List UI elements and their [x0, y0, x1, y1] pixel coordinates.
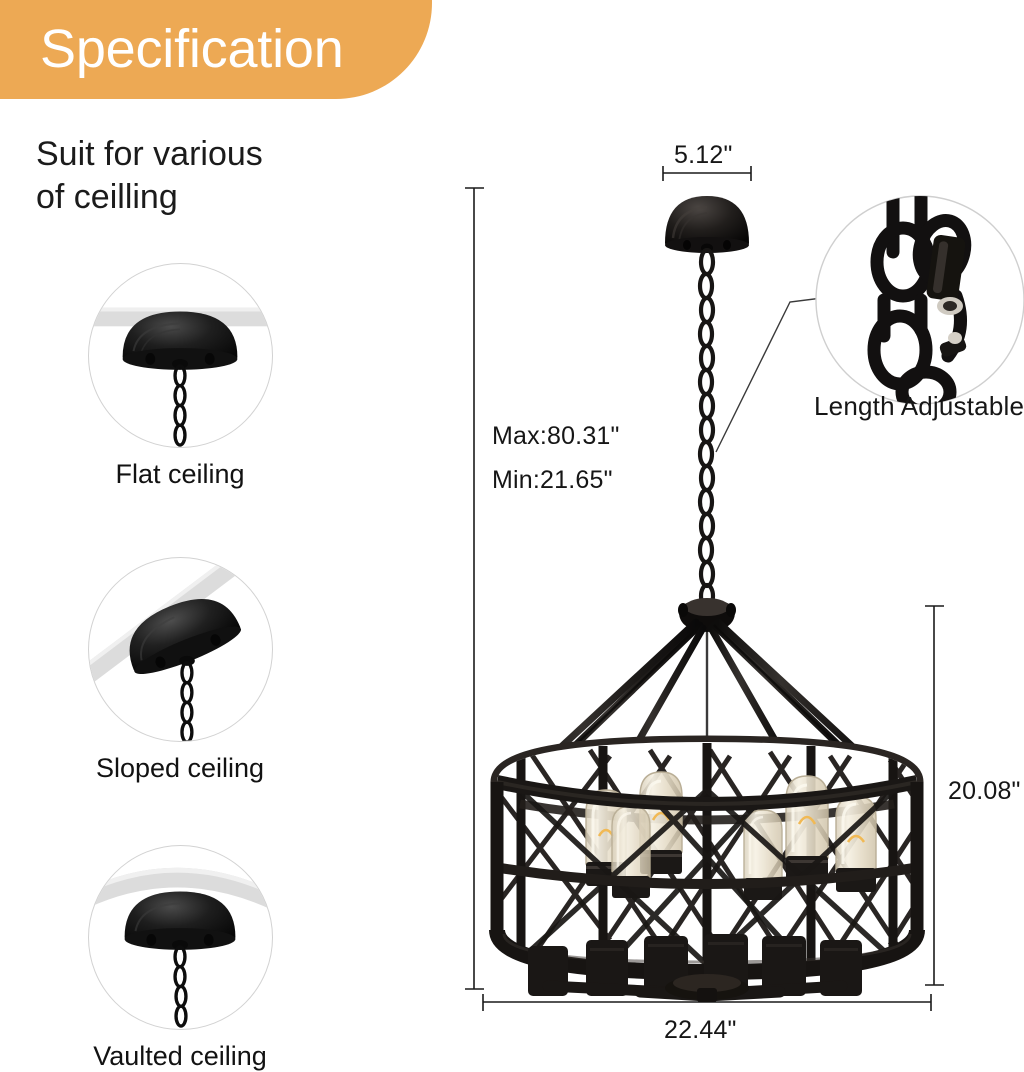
- section-heading: Suit for various of ceilling: [36, 135, 263, 216]
- chain-link-magnifier-icon: [815, 195, 1024, 405]
- page-title: Specification: [40, 19, 344, 79]
- fixture-height-label: 20.08": [948, 777, 1021, 805]
- drop-range-label: Max:80.31" Min:21.65": [492, 422, 620, 494]
- fixture-width-label: 22.44": [664, 1016, 737, 1044]
- canopy: [665, 196, 749, 253]
- lattice-pattern: [497, 742, 917, 972]
- suspension-chain: [697, 247, 716, 610]
- flat-ceiling-canopy-icon: [88, 263, 273, 448]
- vaulted-ceiling-canopy-icon: [88, 845, 273, 1030]
- length-adjustable-label: Length Adjustable: [814, 391, 1024, 421]
- drum-cage: [489, 735, 925, 981]
- canopy-width-label: 5.12": [674, 141, 733, 169]
- ceiling-card-label: Vaulted ceiling: [93, 1041, 267, 1071]
- header-banner: Specification: [0, 0, 432, 99]
- ceiling-card-label: Sloped ceiling: [95, 753, 265, 783]
- socket-base: [528, 934, 862, 1002]
- ceiling-card-label: Flat ceiling: [115, 459, 245, 489]
